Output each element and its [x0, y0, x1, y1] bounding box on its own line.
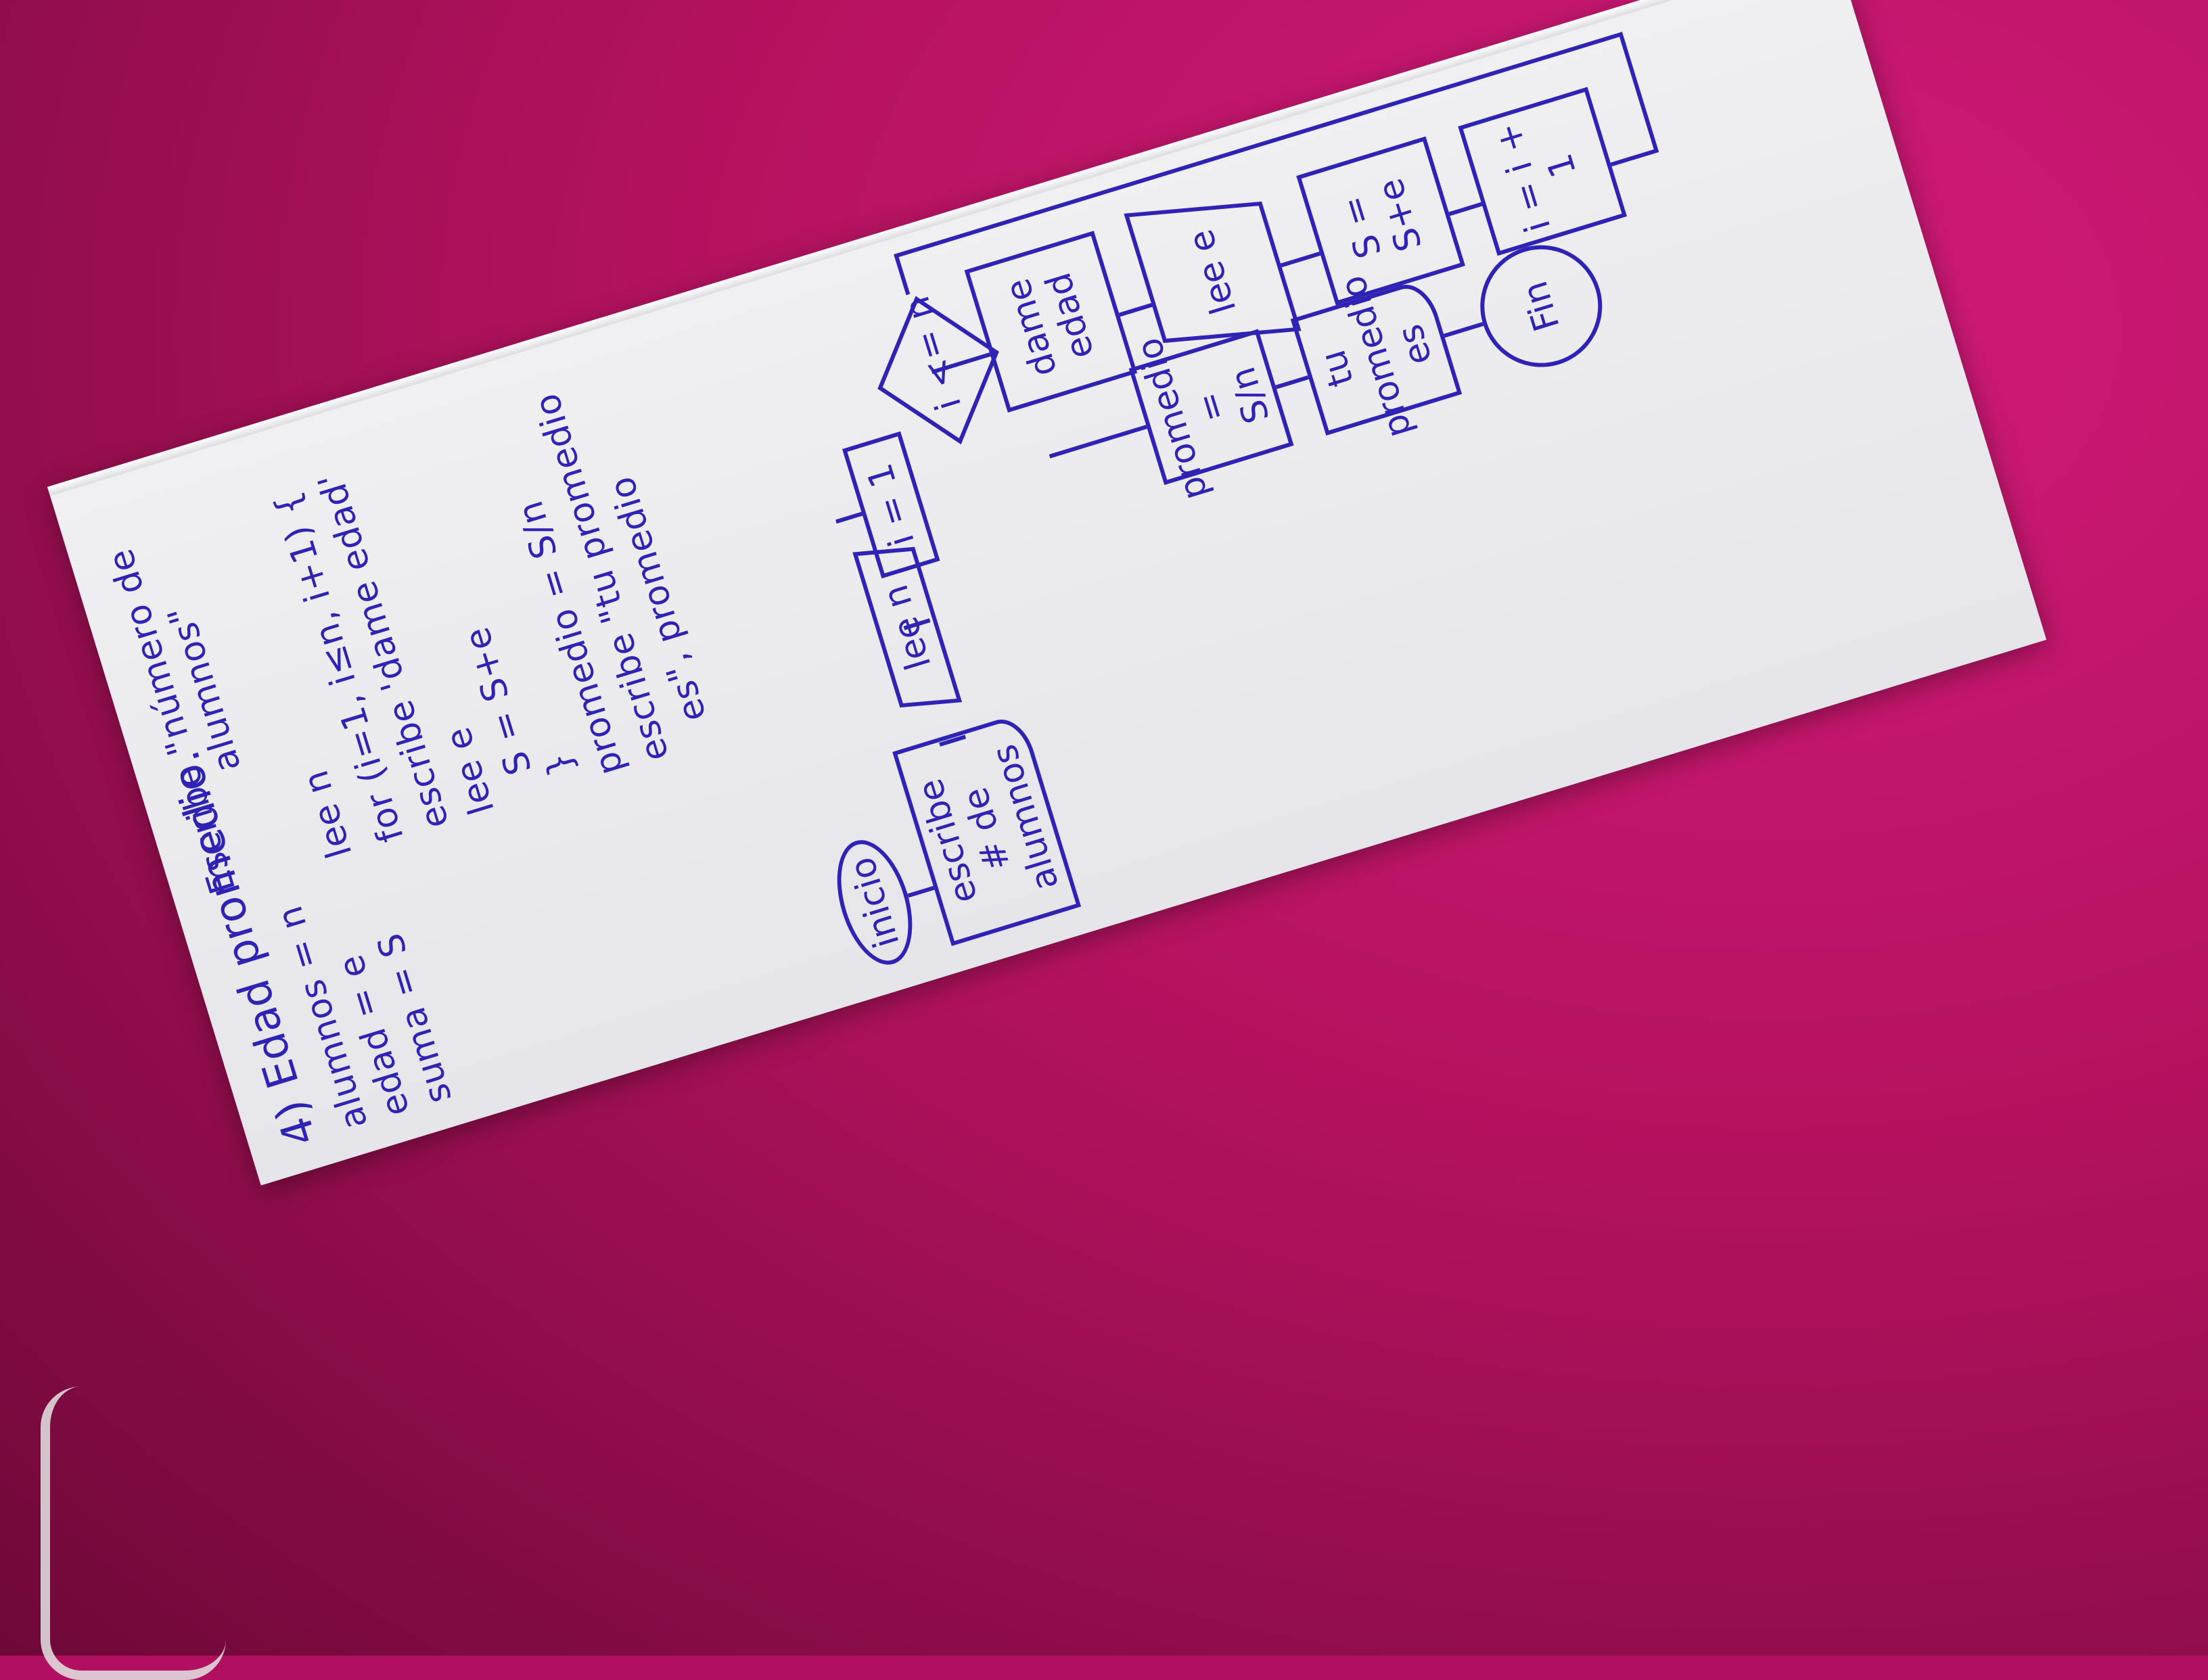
- flow-read-e-label: lee e: [1180, 225, 1245, 320]
- paper-sheet: 4) Edad promedio. alumnos = n edad = e s…: [47, 0, 2047, 1186]
- flow-decision-diamond: [877, 296, 999, 445]
- flowchart-connectors: [835, 31, 1659, 898]
- white-cable: [41, 1386, 226, 1680]
- handwritten-content: 4) Edad promedio. alumnos = n edad = e s…: [47, 0, 2046, 1186]
